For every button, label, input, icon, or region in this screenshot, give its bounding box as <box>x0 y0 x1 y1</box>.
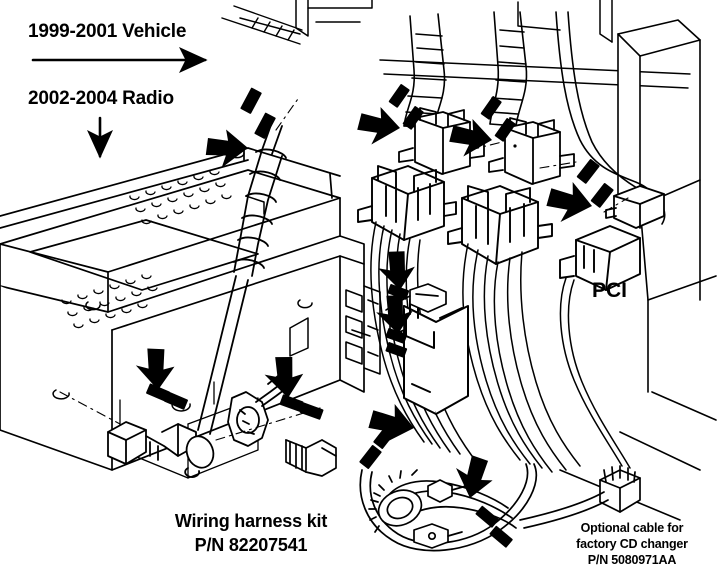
interface-module-art <box>403 299 469 415</box>
cd-changer-cable-art <box>359 463 609 552</box>
radio-vent-holes <box>61 170 232 329</box>
ground-bolt-art <box>285 439 337 477</box>
pci-harness-connector-art <box>559 225 641 291</box>
label-radio-side: 2002-2004 Radio <box>28 88 174 109</box>
label-harness-kit-part-number: P/N 82207541 <box>194 535 308 555</box>
pci-vehicle-receptacle-art <box>605 185 665 229</box>
harness-connector-b-art <box>447 185 553 265</box>
label-vehicle-side: 1999-2001 Vehicle <box>28 21 187 42</box>
label-optional-cable-line2: factory CD changer <box>576 537 688 551</box>
ground-ring-terminal-art <box>227 367 285 447</box>
antenna-plug-art <box>107 421 215 478</box>
harness-connector-a-art <box>357 165 457 241</box>
vehicle-connector-b-art <box>488 117 575 185</box>
cd-changer-plug-art <box>599 465 641 513</box>
label-optional-cable-line1: Optional cable for <box>580 521 684 535</box>
radio-rear-slots <box>345 285 381 375</box>
radio-chassis-art <box>0 147 365 471</box>
installation-motion-arrows <box>135 84 614 548</box>
label-pci-connector: PCI <box>592 279 628 302</box>
label-harness-kit-line1: Wiring harness kit <box>174 511 328 531</box>
label-optional-cable-part-number: P/N 5080971AA <box>587 553 677 567</box>
